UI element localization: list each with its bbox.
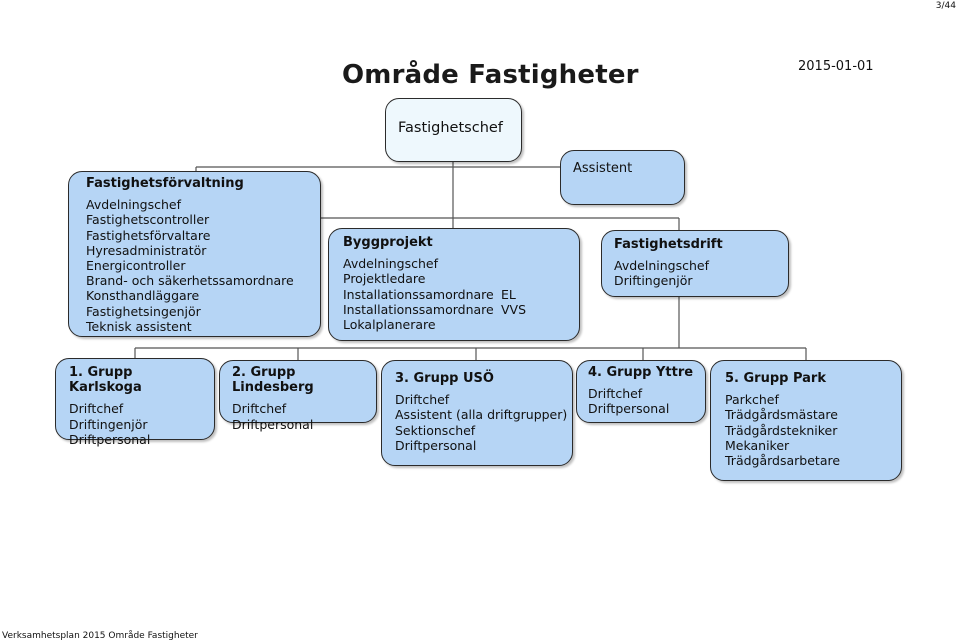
group-item: Driftpersonal bbox=[395, 437, 477, 453]
page-number: 3/44 bbox=[935, 1, 956, 11]
box-group-park: 5. Grupp Park Parkchef Trädgårdsmästare … bbox=[710, 360, 902, 481]
byggprojekt-item: Projektledare bbox=[343, 271, 426, 287]
forvaltning-item: Hyresadministratör bbox=[86, 242, 207, 258]
byggprojekt-heading: Byggprojekt bbox=[343, 235, 433, 250]
forvaltning-item: Fastighetscontroller bbox=[86, 212, 210, 228]
group-item: Trädgårdstekniker bbox=[725, 422, 838, 438]
group-item: Driftchef bbox=[69, 401, 124, 417]
date-label: 2015-01-01 bbox=[798, 59, 874, 74]
byggprojekt-samordnare-vvs: Installationssamordnare VVS bbox=[343, 302, 565, 317]
group-heading: 3. Grupp USÖ bbox=[395, 371, 494, 386]
group-item: Driftpersonal bbox=[232, 416, 314, 432]
byggprojekt-samordnare-el: Installationssamordnare EL bbox=[343, 287, 565, 302]
forvaltning-item: Fastighetsförvaltare bbox=[86, 227, 211, 243]
byggprojekt-item: Lokalplanerare bbox=[343, 317, 436, 333]
box-group-uso: 3. Grupp USÖ Driftchef Assistent (alla d… bbox=[381, 360, 573, 466]
forvaltning-item: Avdelningschef bbox=[86, 197, 181, 213]
box-group-yttre: 4. Grupp Yttre Driftchef Driftpersonal bbox=[576, 360, 706, 423]
samordnare-role: Installationssamordnare bbox=[343, 301, 494, 317]
group-item: Driftpersonal bbox=[69, 431, 151, 447]
footer-text: Verksamhetsplan 2015 Område Fastigheter bbox=[2, 631, 198, 641]
group-item: Driftchef bbox=[232, 401, 287, 417]
samordnare-role: Installationssamordnare bbox=[343, 286, 494, 302]
group-heading: 5. Grupp Park bbox=[725, 371, 826, 386]
samordnare-area: EL bbox=[501, 286, 516, 302]
drift-item: Driftingenjör bbox=[614, 273, 693, 289]
box-fastighetsdrift: Fastighetsdrift Avdelningschef Driftinge… bbox=[601, 230, 789, 297]
forvaltning-item: Fastighetsingenjör bbox=[86, 303, 201, 319]
box-group-karlskoga: 1. Grupp Karlskoga Driftchef Driftingenj… bbox=[55, 358, 215, 447]
group-item: Trädgårdsmästare bbox=[725, 407, 838, 423]
group-heading: 1. Grupp Karlskoga bbox=[69, 365, 142, 396]
group-item: Driftpersonal bbox=[588, 401, 670, 417]
box-fastighetsforvaltning: Fastighetsförvaltning Avdelningschef Fas… bbox=[68, 171, 321, 337]
group-item: Driftchef bbox=[395, 392, 450, 408]
forvaltning-item: Konsthandläggare bbox=[86, 288, 200, 304]
group-heading: 2. Grupp Lindesberg bbox=[232, 365, 314, 396]
group-item: Driftingenjör bbox=[69, 416, 148, 432]
forvaltning-heading: Fastighetsförvaltning bbox=[86, 176, 244, 191]
byggprojekt-item: Avdelningschef bbox=[343, 256, 438, 272]
group-item: Sektionschef bbox=[395, 422, 476, 438]
drift-heading: Fastighetsdrift bbox=[614, 237, 723, 252]
group-heading: 4. Grupp Yttre bbox=[588, 365, 694, 380]
forvaltning-item: Brand- och säkerhetssamordnare bbox=[86, 273, 294, 289]
forvaltning-item: Teknisk assistent bbox=[86, 318, 192, 334]
box-assistent: Assistent bbox=[560, 150, 685, 205]
box-byggprojekt: Byggprojekt Avdelningschef Projektledare… bbox=[328, 228, 580, 341]
box-fastighetschef: Fastighetschef bbox=[385, 98, 522, 162]
group-item: Driftchef bbox=[588, 386, 643, 402]
forvaltning-item: Energicontroller bbox=[86, 258, 186, 274]
group-item: Parkchef bbox=[725, 392, 779, 408]
group-item: Assistent (alla driftgrupper) bbox=[395, 407, 568, 423]
group-item: Mekaniker bbox=[725, 437, 790, 453]
chart-title: Område Fastigheter bbox=[342, 60, 639, 90]
assistent-label: Assistent bbox=[573, 161, 633, 176]
drift-item: Avdelningschef bbox=[614, 258, 709, 274]
box-group-lindesberg: 2. Grupp Lindesberg Driftchef Driftperso… bbox=[219, 360, 377, 432]
group-item: Trädgårdsarbetare bbox=[725, 453, 841, 469]
fastighetschef-label: Fastighetschef bbox=[398, 120, 503, 136]
samordnare-area: VVS bbox=[501, 301, 527, 317]
